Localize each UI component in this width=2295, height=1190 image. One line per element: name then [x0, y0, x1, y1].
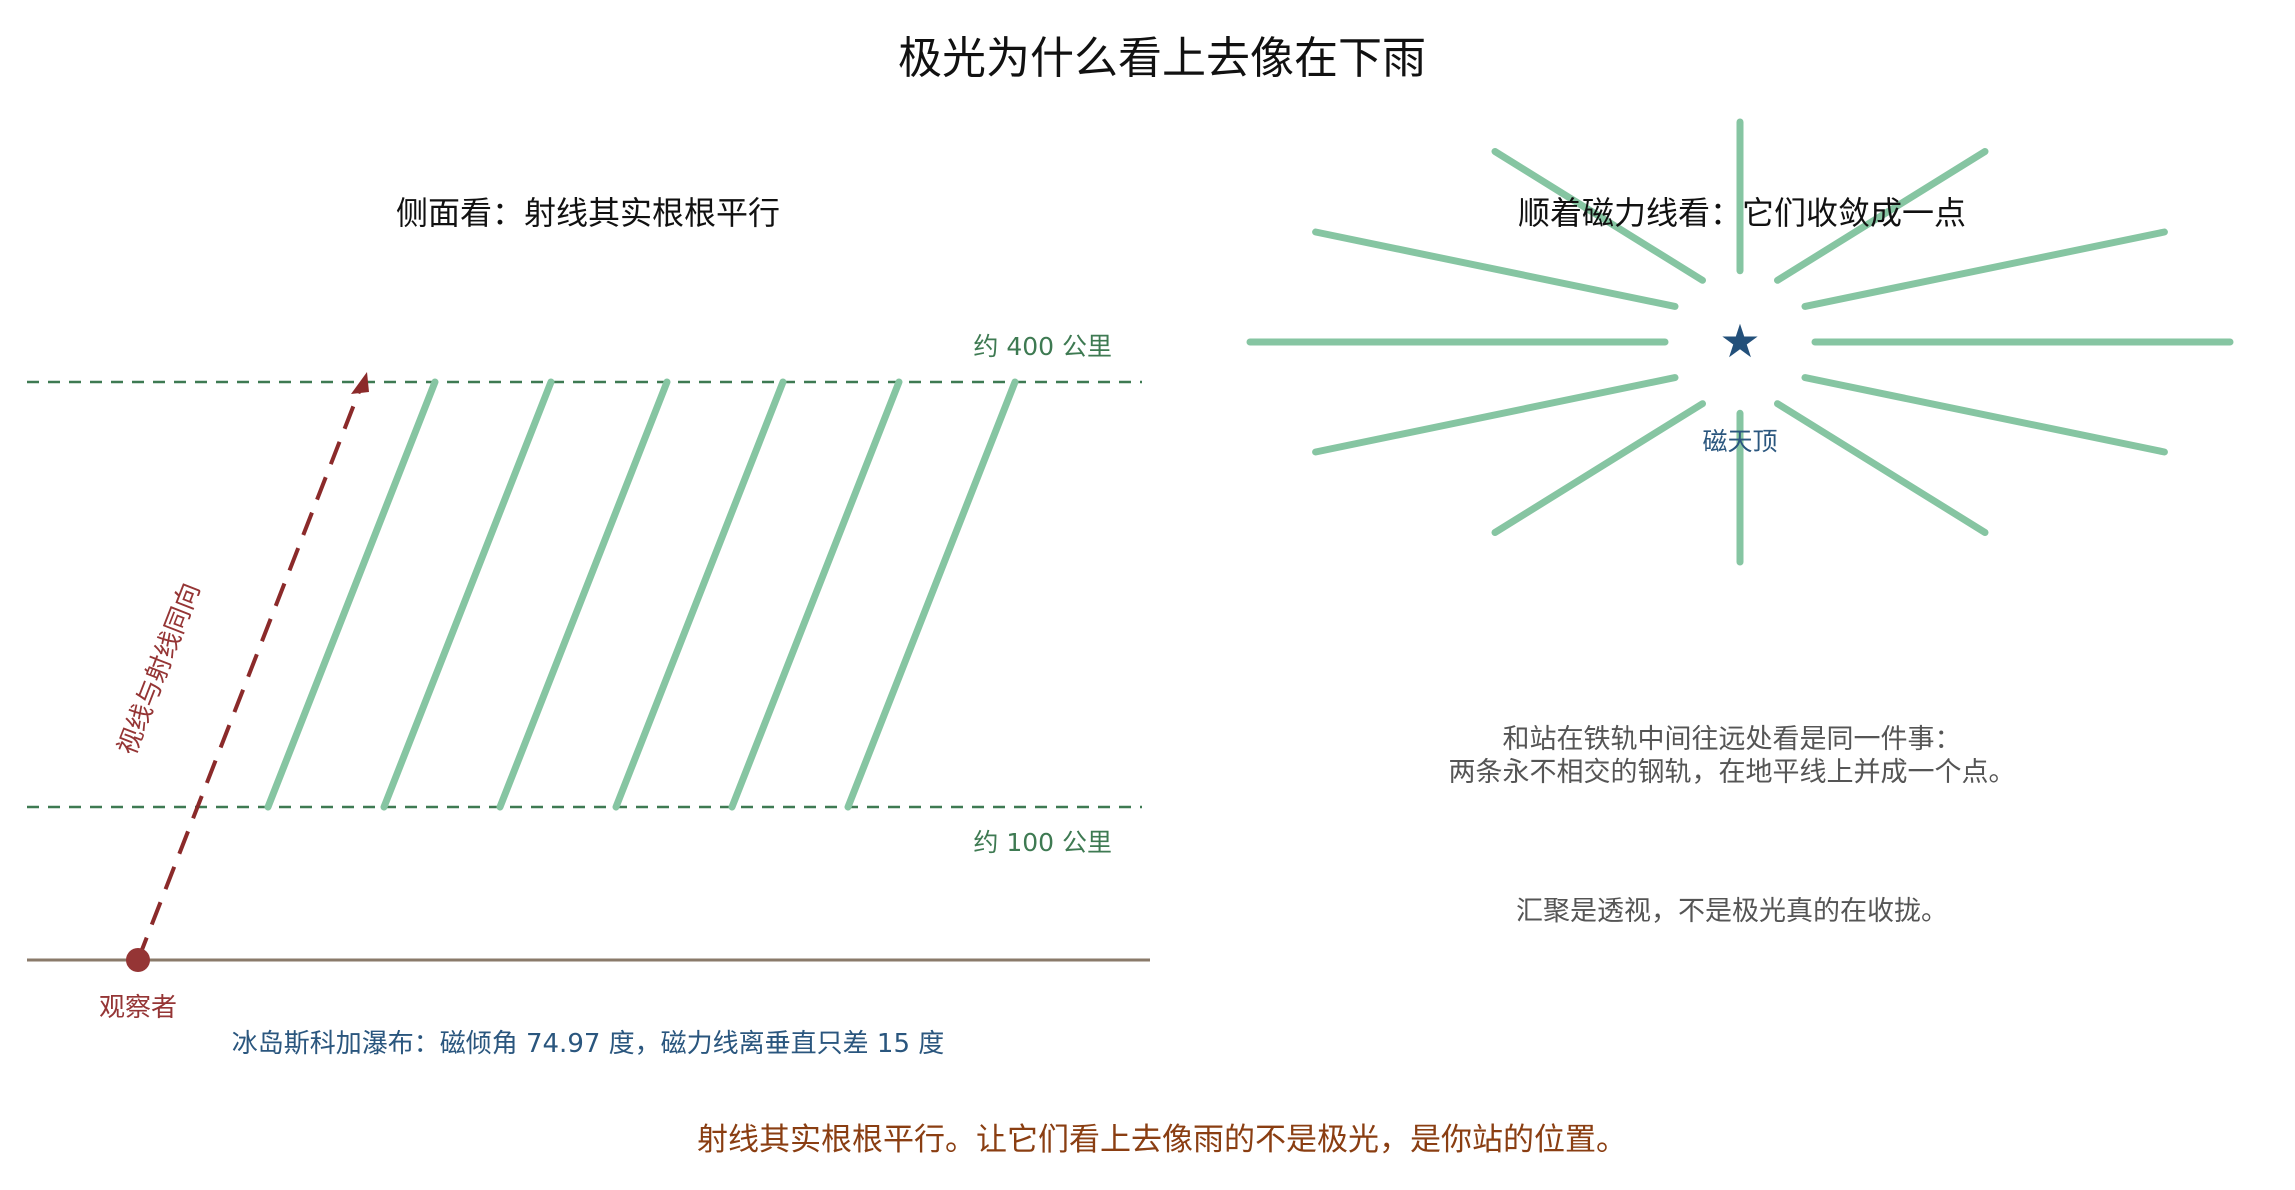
sightline-arrow	[136, 383, 364, 961]
radiant-rays	[1246, 118, 2234, 566]
radiant-ray	[1312, 374, 1679, 456]
parallel-ray	[380, 378, 555, 811]
analogy-line-1: 和站在铁轨中间往远处看是同一件事：	[1503, 724, 1962, 755]
analogy-line-2: 两条永不相交的钢轨，在地平线上并成一个点。	[1449, 757, 2016, 788]
radiant-ray	[1491, 400, 1706, 536]
parallel-ray	[728, 378, 903, 811]
diagram-title: 极光为什么看上去像在下雨	[898, 33, 1426, 84]
parallel-ray	[496, 378, 671, 811]
lower-altitude-label: 约 100 公里	[973, 828, 1112, 857]
radiant-ray	[1801, 228, 2168, 310]
sightline-label: 视线与射线同向	[113, 579, 207, 759]
perspective-note: 汇聚是透视，不是极光真的在收拢。	[1516, 896, 1948, 927]
sightline-arrowhead	[351, 372, 369, 394]
parallel-ray	[612, 378, 787, 811]
radiant-ray	[1774, 148, 1989, 284]
star-icon: ★	[1719, 314, 1760, 368]
radiant-ray	[1491, 148, 1706, 284]
parallel-ray	[844, 378, 1019, 811]
zenith-view-heading: 顺着磁力线看：它们收敛成一点	[1518, 194, 1966, 232]
side-view-heading: 侧面看：射线其实根根平行	[396, 194, 780, 232]
parallel-rays	[264, 378, 1019, 811]
upper-altitude-label: 约 400 公里	[973, 332, 1112, 361]
observer-dot	[126, 948, 150, 972]
radiant-ray	[1312, 228, 1679, 310]
radiant-ray	[1801, 374, 2168, 456]
zenith-view-panel: 顺着磁力线看：它们收敛成一点 ★ 磁天顶 和站在铁轨中间往远处看是同一件事： 两…	[1246, 118, 2234, 927]
conclusion-text: 射线其实根根平行。让它们看上去像雨的不是极光，是你站的位置。	[697, 1122, 1627, 1158]
side-view-panel: 侧面看：射线其实根根平行 约 400 公里 约 100 公里 视线与射线同向 观…	[27, 194, 1150, 1059]
magnetic-zenith-label: 磁天顶	[1702, 427, 1777, 456]
location-note: 冰岛斯科加瀑布：磁倾角 74.97 度，磁力线离垂直只差 15 度	[232, 1029, 945, 1059]
observer-label: 观察者	[99, 993, 177, 1023]
radiant-ray	[1774, 400, 1989, 536]
parallel-ray	[264, 378, 439, 811]
